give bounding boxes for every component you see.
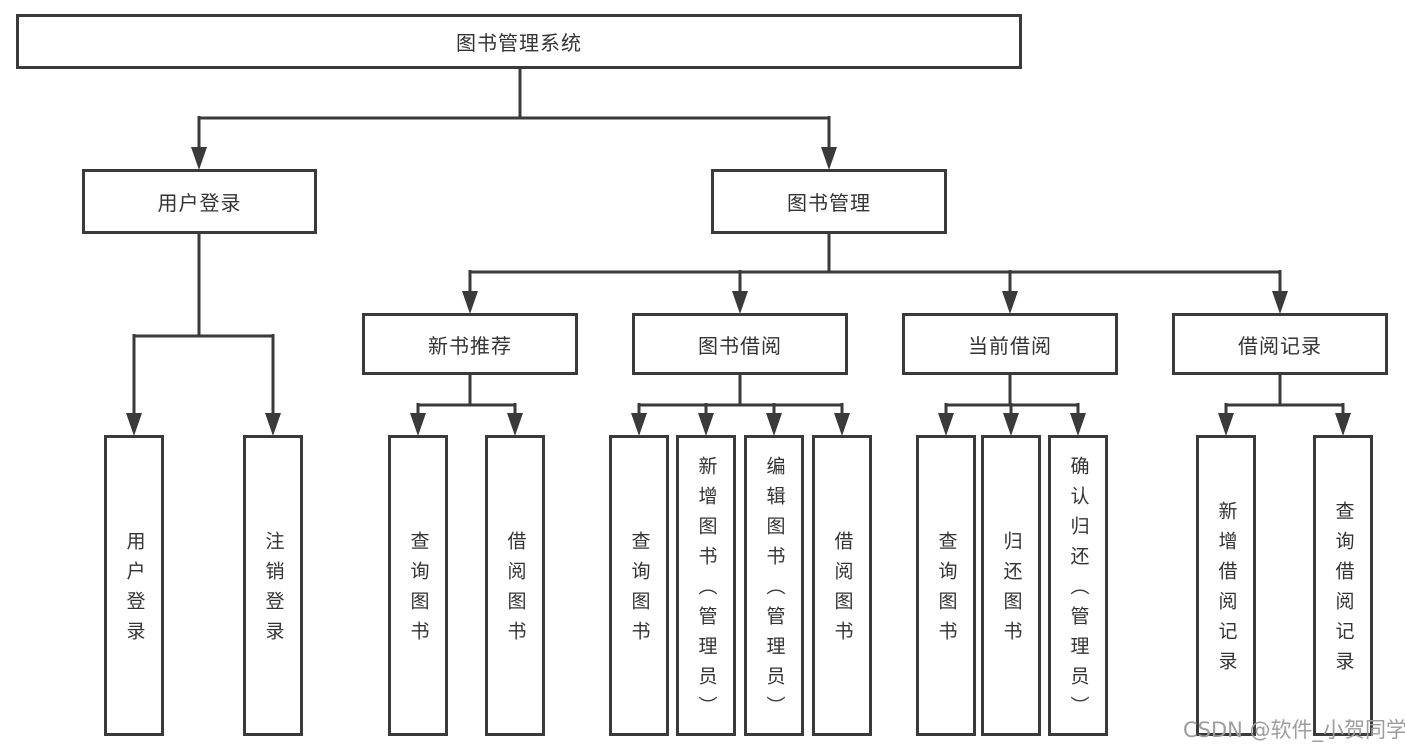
leaf-user-login: 用户登录 — [104, 435, 164, 736]
arrowhead-icon — [1003, 413, 1019, 436]
arrowhead-icon — [126, 413, 142, 436]
leaf-query-books-current: 查询图书 — [916, 435, 976, 736]
csdn-watermark: CSDN @软件_小贺同学 — [1183, 718, 1405, 742]
node-label: 图书管理系统 — [456, 31, 582, 55]
leaf-query-books-recommend: 查询图书 — [388, 435, 448, 736]
arrowhead-icon — [1335, 413, 1351, 436]
arrowhead-icon — [821, 147, 837, 170]
arrowhead-icon — [766, 413, 782, 436]
node-borrowing-records: 借阅记录 — [1172, 313, 1388, 375]
node-label: 用户登录 — [157, 191, 242, 215]
arrowhead-icon — [1272, 291, 1288, 314]
node-new-book-recommend: 新书推荐 — [362, 313, 578, 375]
arrowhead-icon — [265, 413, 281, 436]
arrowhead-icon — [1002, 291, 1018, 314]
arrowhead-icon — [191, 147, 207, 170]
arrowhead-icon — [732, 291, 748, 314]
arrowhead-icon — [507, 413, 523, 436]
arrowhead-icon — [1070, 413, 1086, 436]
node-label: 当前借阅 — [968, 333, 1052, 358]
leaf-query-books-borrow: 查询图书 — [609, 435, 669, 736]
node-label: 图书借阅 — [698, 333, 782, 358]
node-user-login: 用户登录 — [82, 169, 317, 234]
leaf-borrow-books-recommend: 借阅图书 — [485, 435, 545, 736]
leaf-confirm-return-admin: 确认归还（管理员） — [1048, 435, 1108, 736]
node-current-borrowing: 当前借阅 — [902, 313, 1118, 375]
arrowhead-icon — [631, 413, 647, 436]
arrowhead-icon — [698, 413, 714, 436]
leaf-add-book-admin: 新增图书（管理员） — [676, 435, 736, 736]
arrowhead-icon — [834, 413, 850, 436]
leaf-add-borrow-record: 新增借阅记录 — [1196, 435, 1256, 736]
arrowhead-icon — [462, 291, 478, 314]
arrowhead-icon — [410, 413, 426, 436]
arrowhead-icon — [938, 413, 954, 436]
node-label: 图书管理 — [787, 191, 871, 215]
node-book-borrowing: 图书借阅 — [632, 313, 848, 375]
node-book-management: 图书管理 — [711, 169, 947, 234]
node-label: 借阅记录 — [1238, 333, 1322, 358]
leaf-edit-book-admin: 编辑图书（管理员） — [744, 435, 804, 736]
leaf-return-book: 归还图书 — [981, 435, 1041, 736]
leaf-borrow-books-borrow: 借阅图书 — [812, 435, 872, 736]
node-label: 新书推荐 — [428, 333, 512, 358]
node-library-management-system: 图书管理系统 — [16, 14, 1022, 69]
arrowhead-icon — [1218, 413, 1234, 436]
leaf-logout: 注销登录 — [243, 435, 303, 736]
leaf-query-borrow-record: 查询借阅记录 — [1313, 435, 1373, 736]
